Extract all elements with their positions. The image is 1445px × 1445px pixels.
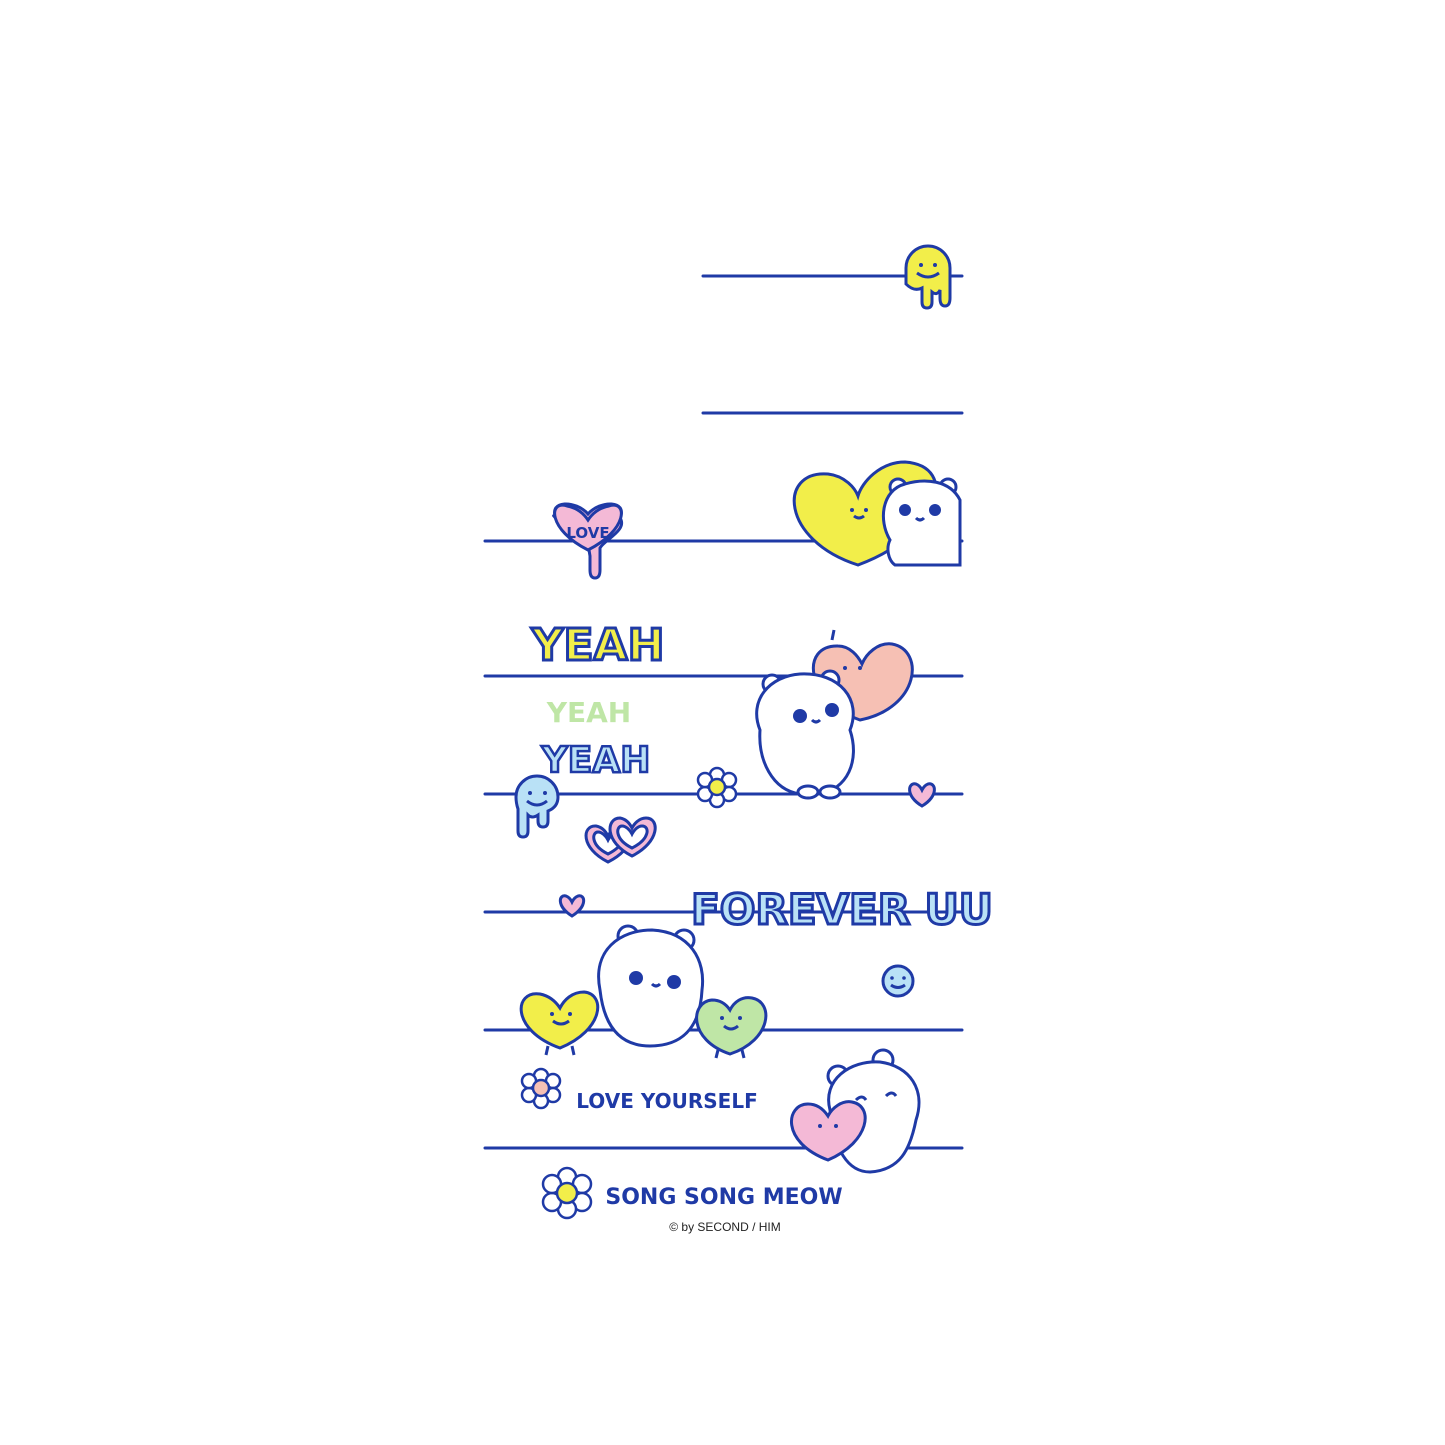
yeah-big: YEAH bbox=[529, 619, 666, 673]
flower-icon bbox=[696, 766, 738, 809]
yeah-big-text: YEAH bbox=[531, 620, 665, 671]
yeah-small-1: YEAH bbox=[546, 696, 632, 729]
forever-uu: FOREVER UU bbox=[690, 884, 995, 936]
melting-smiley-icon bbox=[514, 774, 560, 839]
pink-heart-character-icon bbox=[789, 1100, 867, 1162]
love-heart-text: LOVE bbox=[566, 524, 609, 542]
copyright: © by SECOND / HIM bbox=[669, 1220, 781, 1234]
yeah-small-2: YEAH bbox=[539, 739, 651, 783]
love-heart-icon: LOVE bbox=[552, 502, 624, 580]
melting-smiley-icon bbox=[904, 244, 952, 310]
flower-icon bbox=[541, 1166, 593, 1220]
copyright-text: © by SECOND / HIM bbox=[669, 1220, 781, 1234]
heart-icon bbox=[908, 782, 936, 808]
love-yourself-text: LOVE YOURSELF bbox=[576, 1089, 757, 1113]
flower-icon bbox=[520, 1067, 562, 1110]
green-heart-character-icon bbox=[695, 996, 768, 1059]
smiley-ball-icon bbox=[881, 964, 915, 998]
forever-text: FOREVER UU bbox=[691, 885, 993, 934]
bear-icon bbox=[597, 924, 705, 1048]
yeah-small-2-text: YEAH bbox=[541, 740, 651, 781]
heart-icon bbox=[558, 894, 586, 918]
bear-icon bbox=[755, 669, 855, 800]
brand-name: SONG SONG MEOW bbox=[605, 1185, 842, 1210]
brand-name-text: SONG SONG MEOW bbox=[605, 1185, 842, 1210]
yeah-small-1-text: YEAH bbox=[546, 696, 632, 729]
bear-icon bbox=[881, 477, 962, 567]
love-yourself: LOVE YOURSELF bbox=[576, 1089, 757, 1113]
linked-hearts-icon bbox=[584, 816, 657, 864]
yellow-heart-character-icon bbox=[519, 990, 600, 1056]
